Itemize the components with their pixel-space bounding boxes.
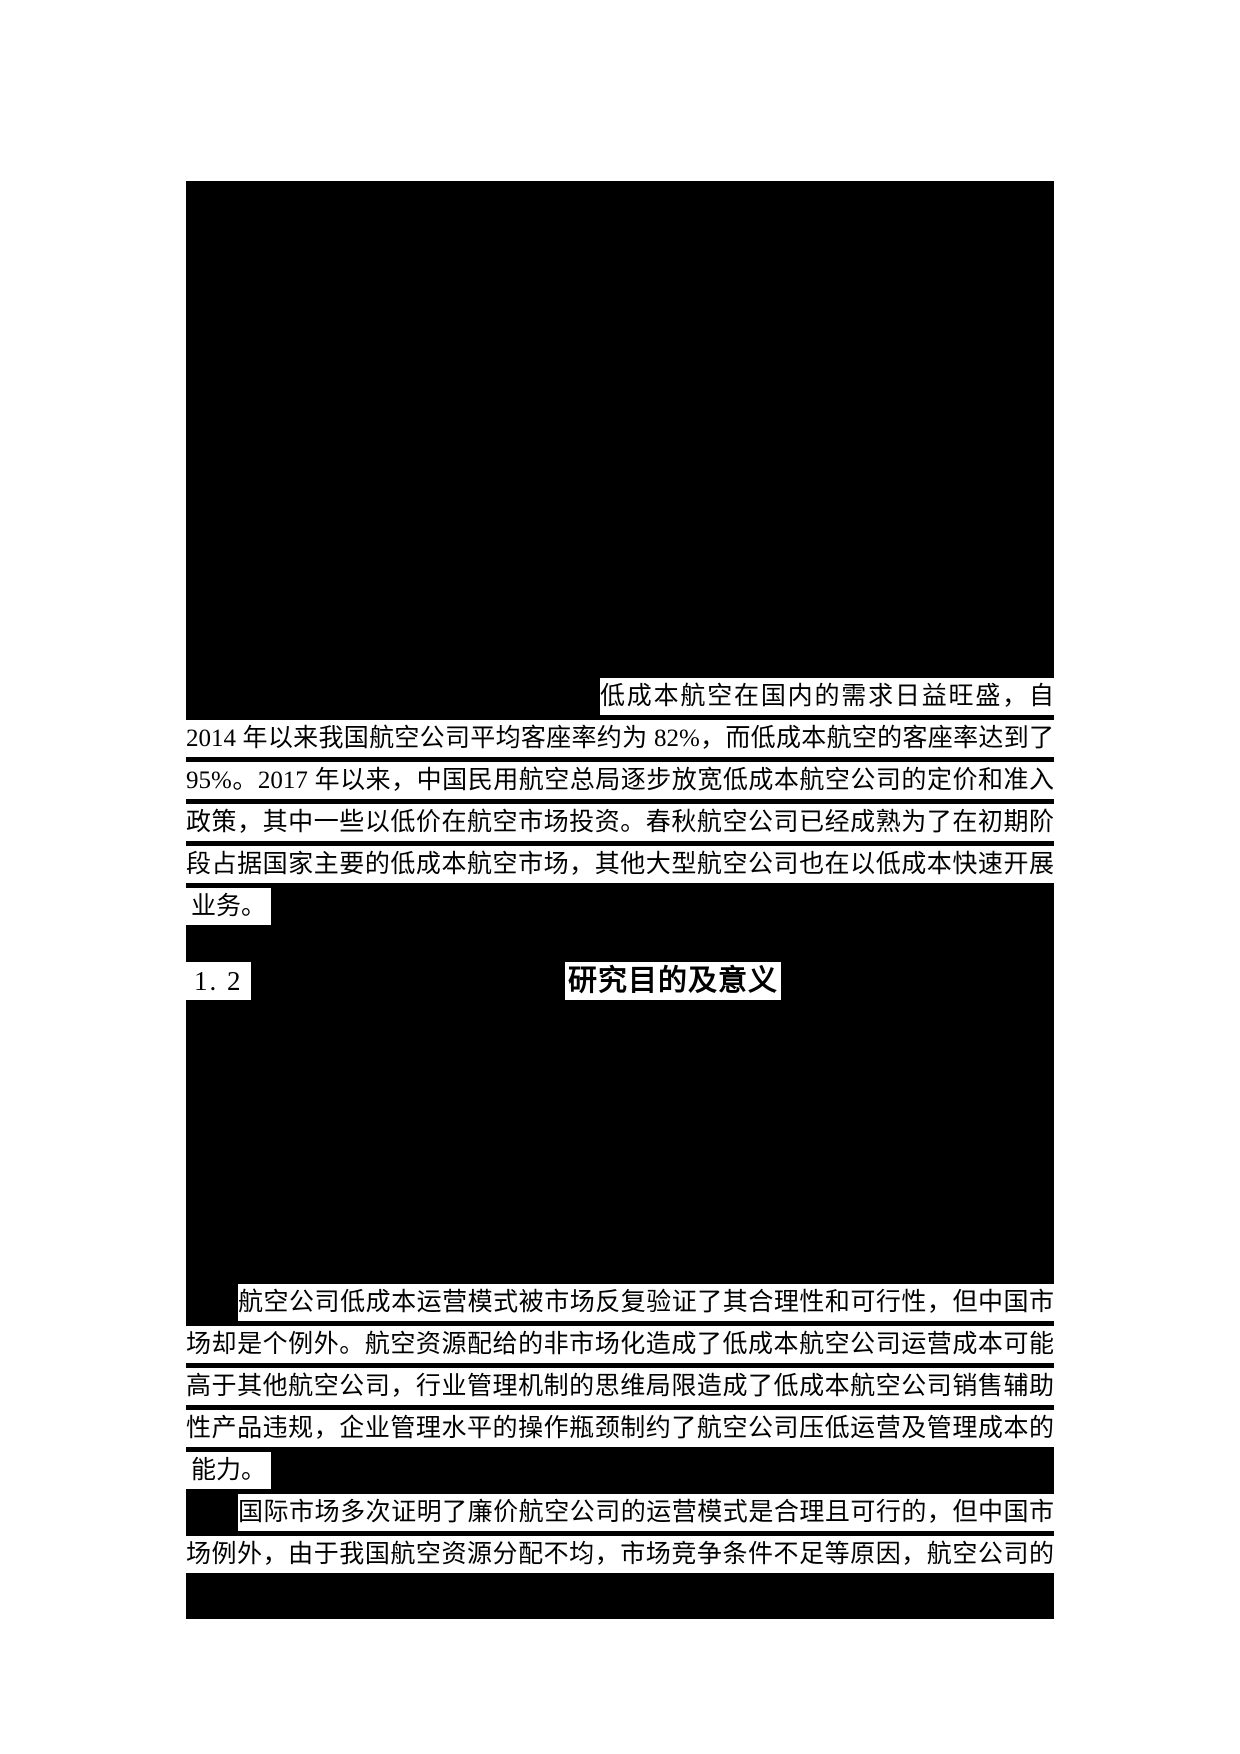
paragraph3-line1: 国际市场多次证明了廉价航空公司的运营模式是合理且可行的，但中国市 xyxy=(238,1494,1054,1531)
paragraph1-line4: 政策，其中一些以低价在航空市场投资。春秋航空公司已经成熟为了在初期阶 xyxy=(186,804,1054,841)
paragraph1-line2: 2014 年以来我国航空公司平均客座率约为 82%，而低成本航空的客座率达到了 xyxy=(186,720,1054,757)
paragraph1-line3: 95%。2017 年以来，中国民用航空总局逐步放宽低成本航空公司的定价和准入 xyxy=(186,762,1054,799)
paragraph2-line1: 航空公司低成本运营模式被市场反复验证了其合理性和可行性，但中国市 xyxy=(238,1284,1054,1321)
paragraph1-line6: 业务。 xyxy=(186,888,272,925)
paragraph3-line2: 场例外，由于我国航空资源分配不均，市场竞争条件不足等原因，航空公司的 xyxy=(186,1536,1054,1573)
redacted-content-block: 低成本航空在国内的需求日益旺盛，自 2014 年以来我国航空公司平均客座率约为 … xyxy=(186,181,1054,1619)
paragraph2-line5: 能力。 xyxy=(186,1452,272,1489)
paragraph2-line4: 性产品违规，企业管理水平的操作瓶颈制约了航空公司压低运营及管理成本的 xyxy=(186,1410,1054,1447)
section-number: 1. 2 xyxy=(186,962,251,1000)
paragraph1-line1: 低成本航空在国内的需求日益旺盛，自 xyxy=(600,678,1054,715)
paragraph2-line2: 场却是个例外。航空资源配给的非市场化造成了低成本航空公司运营成本可能 xyxy=(186,1326,1054,1363)
paragraph2-line3: 高于其他航空公司，行业管理机制的思维局限造成了低成本航空公司销售辅助 xyxy=(186,1368,1054,1405)
paragraph1-line5: 段占据国家主要的低成本航空市场，其他大型航空公司也在以低成本快速开展 xyxy=(186,846,1054,883)
section-title: 研究目的及意义 xyxy=(565,962,782,1000)
